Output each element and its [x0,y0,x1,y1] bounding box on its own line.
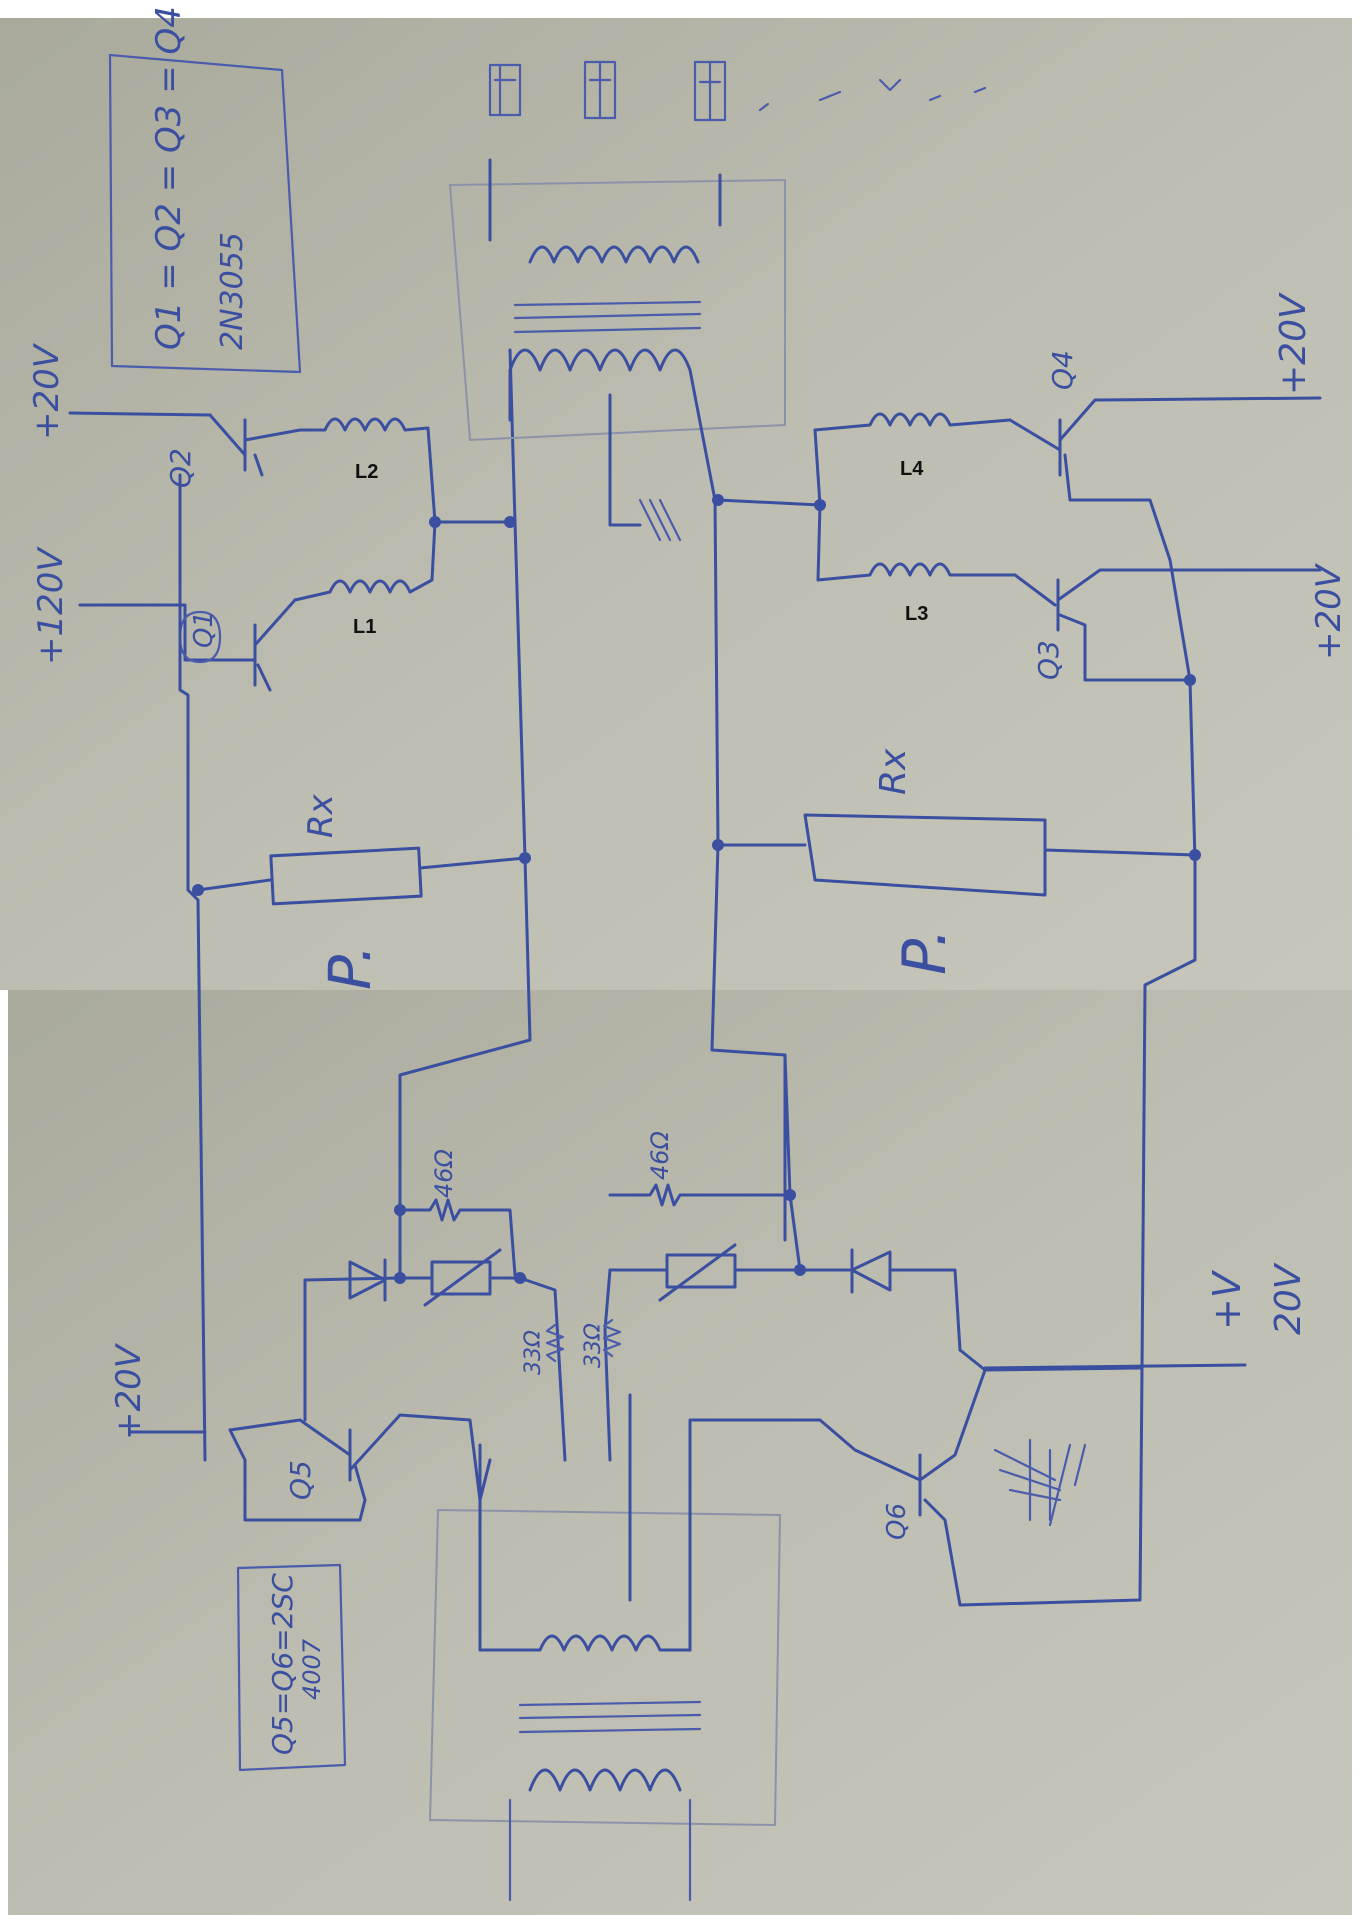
right-bus-wire [1140,558,1197,1372]
label-p-left: P. [316,945,384,990]
left-bus-wire [178,473,207,1462]
supply-label-right-20v: 20V [1268,1262,1309,1335]
inductor-l4: L4 [813,412,1012,507]
supply-label-right-v: +V [1205,1269,1249,1330]
resistor-rx-left: Rx P. [192,793,531,990]
resistor-33-left: 33Ω [521,1323,565,1375]
note-4007: 4007 [298,1638,326,1700]
left-trunk-wire [398,348,532,1212]
q6-collector-wire [958,1348,987,1372]
right-trunk-wire [710,498,787,1242]
label-p-right: P. [890,928,960,975]
svg-text:33Ω: 33Ω [521,1330,546,1375]
svg-text:33Ω: 33Ω [581,1323,606,1368]
supply-label-q4: +20V [1273,292,1314,395]
note-q1-q4: Q1 = Q2 = Q3 = Q4 [149,6,189,350]
inductor-l2: L2 [298,417,437,524]
transistor-q4: Q4 [1008,350,1322,562]
supply-label-q5: +20V [109,1342,149,1440]
svg-text:Q6: Q6 [882,1503,912,1540]
svg-text:46Ω: 46Ω [430,1148,458,1198]
transistor-q1: Q1 [78,598,297,692]
diode-right [798,1248,962,1352]
svg-text:46Ω: 46Ω [646,1130,674,1180]
right-33-wire [603,1268,612,1462]
note-q5-q6: Q5=Q6=2SC [266,1573,299,1755]
inductor-l1: L1 [293,520,437,638]
label-l1: L1 [353,616,376,638]
label-l3: L3 [905,603,928,625]
transistor-q3: Q3 [1013,568,1322,682]
transformer-top [448,158,786,542]
diode-left [303,1258,402,1302]
right-join-wire [716,498,822,507]
svg-text:Q3: Q3 [1032,640,1065,680]
transistor-q6: Q6 [783,1366,1144,1607]
resistor-33-right: 33Ω [581,1318,622,1368]
transistor-note-box-bottom: Q5=Q6=2SC 4007 [236,1563,347,1772]
svg-text:Q5: Q5 [284,1460,317,1500]
inductor-l3: L3 [816,503,1017,625]
winding-sketch-row [488,60,987,122]
supply-label-q1: +120V [31,546,71,665]
label-l4: L4 [900,458,924,480]
label-l2: L2 [355,461,378,483]
right-supply-wire [983,1363,1247,1370]
svg-text:Q1: Q1 [189,611,219,648]
supply-label-q3: +20V [1309,562,1349,660]
paper-top [0,18,1352,990]
svg-text:Rx: Rx [301,793,341,838]
transformer-bottom [428,1393,787,1902]
transistor-note-box-top: Q1 = Q2 = Q3 = Q4 2N3055 [108,6,302,374]
resistor-rx-right: Rx P. [712,748,1201,975]
resistor-46-right: 46Ω [608,1053,796,1207]
svg-text:Q4: Q4 [1046,350,1079,390]
left-33-wire [518,1276,567,1462]
transistor-q5: Q5 [228,1413,492,1522]
svg-text:Rx: Rx [873,748,914,795]
note-2n3055: 2N3055 [215,232,250,350]
supply-label-q2: +20V [27,342,67,440]
resistor-46-left: 46Ω [394,1148,517,1277]
paper-bottom [8,990,1352,1915]
